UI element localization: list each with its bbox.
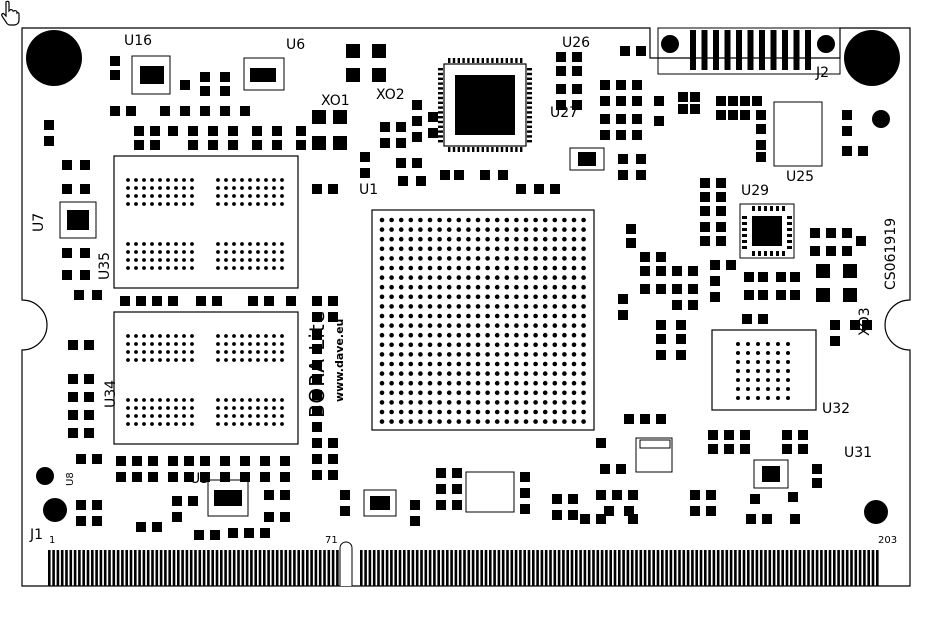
label-xo2: XO2	[376, 87, 405, 103]
chip-u25	[773, 101, 823, 167]
chip-u29	[739, 203, 795, 259]
label-u6: U6	[286, 37, 306, 53]
label-u32: U32	[822, 401, 851, 417]
chip-u31	[753, 459, 789, 489]
chip-u32	[711, 329, 817, 411]
label-j1: J1	[30, 527, 44, 543]
label-u8: U8	[65, 472, 76, 486]
chip-u1-bga	[371, 209, 595, 431]
label-u35: U35	[97, 251, 113, 280]
label-u3: U3	[190, 471, 210, 487]
pin-label-71: 71	[325, 535, 338, 546]
label-u7: U7	[31, 212, 47, 232]
label-u1: U1	[359, 182, 379, 198]
crystal-xo2	[346, 44, 386, 82]
label-u27: U27	[550, 105, 579, 121]
crystal-xo3	[816, 264, 857, 302]
label-j2: J2	[816, 65, 830, 81]
chip-u35-memory	[113, 155, 299, 289]
label-xo1: XO1	[321, 93, 350, 109]
board-outline	[21, 27, 911, 587]
label-u16: U16	[124, 33, 153, 49]
edge-connector-pins	[48, 550, 879, 586]
connector-j2	[657, 27, 841, 75]
edge-connector-notch	[339, 541, 353, 586]
chip-u7	[59, 201, 97, 239]
brand-label: BORA Lite	[305, 309, 329, 418]
hand-pointer-icon	[1, 0, 20, 26]
crystal-xo1	[312, 110, 347, 150]
label-u25: U25	[786, 169, 815, 185]
chip-u6	[243, 57, 285, 91]
chip-u34-memory	[113, 311, 299, 445]
chip-u16	[131, 55, 171, 95]
board-code: CS061919	[883, 217, 899, 290]
chip-qfp-main	[438, 58, 532, 152]
mount-hole-tl	[26, 30, 82, 86]
pin-label-203: 203	[878, 535, 898, 546]
label-u31: U31	[844, 445, 873, 461]
label-xo3: XO3	[857, 307, 873, 336]
mount-hole-tr	[844, 30, 900, 86]
label-u29: U29	[741, 183, 770, 199]
label-u26: U26	[562, 35, 591, 51]
website-label: www.dave.eu	[333, 318, 346, 402]
pin-label-1: 1	[49, 535, 56, 546]
label-u34: U34	[103, 379, 119, 408]
